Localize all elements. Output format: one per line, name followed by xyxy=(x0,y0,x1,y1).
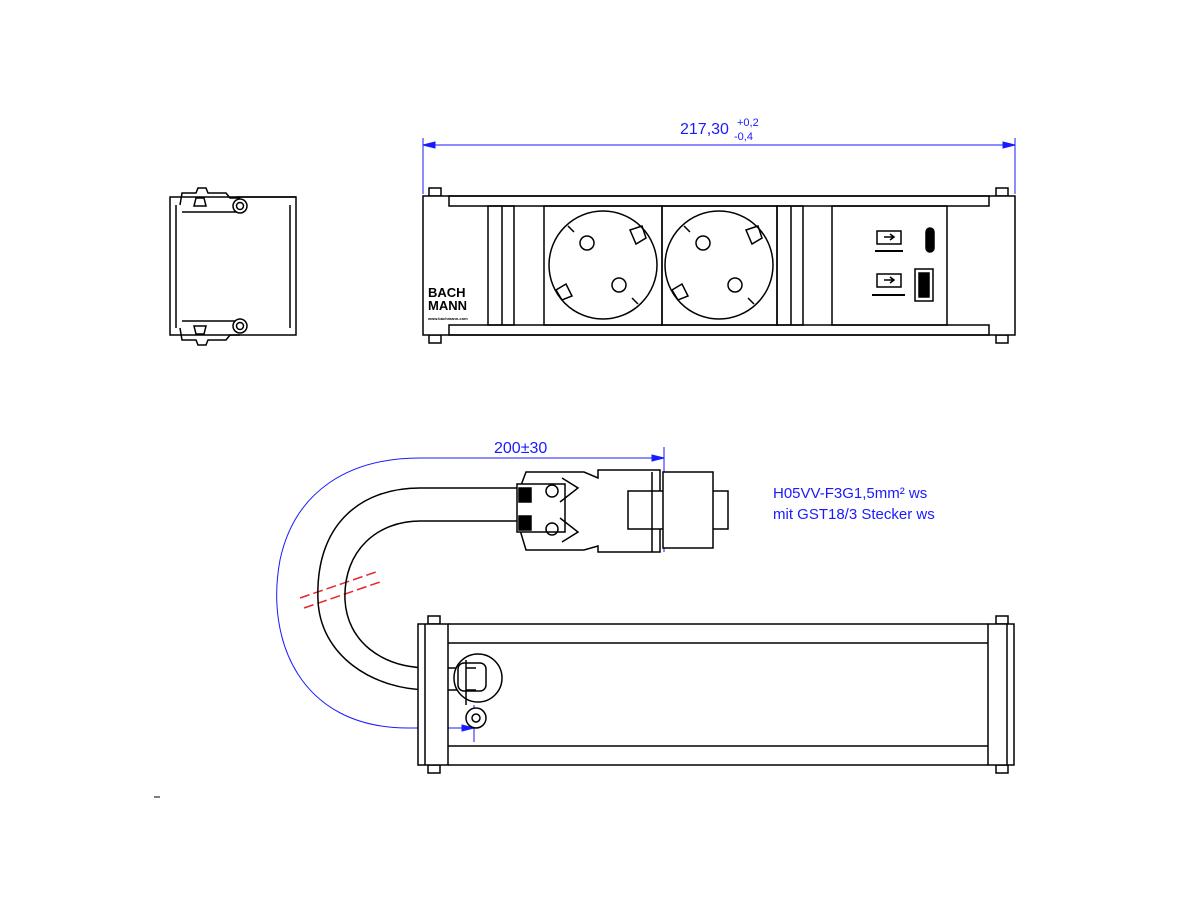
dimension-overall-length xyxy=(422,138,1016,194)
cable-break-mark xyxy=(299,571,381,609)
svg-text:MANN: MANN xyxy=(428,298,467,313)
cable-length-value: 200±30 xyxy=(494,440,547,457)
bachmann-logo: BACH MANN www.bachmann.com xyxy=(427,285,468,321)
bottom-view xyxy=(417,615,1015,774)
schuko-socket-2 xyxy=(664,210,774,320)
dimension-tol-lower: -0,4 xyxy=(734,131,753,143)
cable xyxy=(317,487,522,691)
gst18-connector xyxy=(516,469,661,553)
schuko-socket-1 xyxy=(548,210,658,320)
dimension-tol-upper: +0,2 xyxy=(737,117,759,129)
front-view xyxy=(422,187,1016,344)
usb-c-icon xyxy=(876,230,902,245)
cable-note-line1: H05VV-F3G1,5mm² ws xyxy=(773,485,928,502)
svg-text:BACH: BACH xyxy=(428,285,466,300)
cable-note: H05VV-F3G1,5mm² ws mit GST18/3 Stecker w… xyxy=(773,483,935,525)
usb-module xyxy=(872,227,935,302)
svg-text:www.bachmann.com: www.bachmann.com xyxy=(427,316,468,321)
usb-c-port xyxy=(925,227,935,253)
gst18-plug xyxy=(627,471,729,552)
cable-note-line2: mit GST18/3 Stecker ws xyxy=(773,506,935,523)
usb-a-icon xyxy=(876,273,902,288)
dimension-value: 217,30 xyxy=(680,121,729,138)
side-view xyxy=(169,187,297,346)
